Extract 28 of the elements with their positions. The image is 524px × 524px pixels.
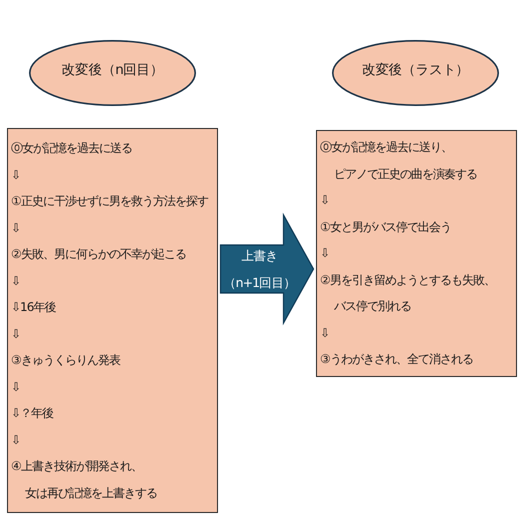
step-text: ⇩ — [11, 220, 22, 236]
ellipse-node — [332, 40, 499, 106]
step-text: ⇩ — [11, 326, 22, 342]
step-text: ②男を引き留めようとするも失敗、バス停で別れる — [320, 272, 496, 316]
title-text: 改変後（n回目） — [62, 61, 164, 79]
step-text: ⇩ — [320, 245, 330, 262]
step-text: ①正史に干渉せずに男を救う方法を探す — [11, 193, 208, 210]
step-text: ①女と男がバス停で出会う — [320, 218, 451, 236]
title-text: 改変後（ラスト） — [362, 61, 470, 79]
step-text: ②失敗、男に何らかの不幸が起こる — [11, 246, 186, 263]
edge-label: 上書き（n+1回目） — [223, 247, 296, 292]
ellipse-node — [29, 40, 196, 106]
step-text: ⇩？年後 — [11, 405, 54, 422]
step-text: ⇩ — [11, 432, 22, 448]
step-text: ③うわがきされ、全て消される — [320, 351, 473, 368]
step-text: ⇩ — [320, 324, 330, 342]
step-text: ⓪女が記憶を過去に送る — [11, 140, 132, 157]
step-text: ⇩ — [11, 272, 22, 290]
text-panel — [7, 128, 218, 513]
step-text: ⇩ — [11, 166, 22, 184]
step-text: ⇩ — [320, 192, 330, 210]
text-panel — [316, 130, 517, 377]
step-text: ⓪女が記憶を過去に送り、ピアノで正史の曲を演奏する — [320, 139, 478, 183]
block-arrow — [220, 212, 314, 326]
step-text: ③きゅうくらりん発表 — [11, 352, 120, 369]
step-text: ⇩16年後 — [11, 299, 56, 316]
step-text: ④上書き技術が開発され、女は再び記憶を上書きする — [11, 458, 158, 502]
step-text: ⇩ — [11, 378, 22, 396]
